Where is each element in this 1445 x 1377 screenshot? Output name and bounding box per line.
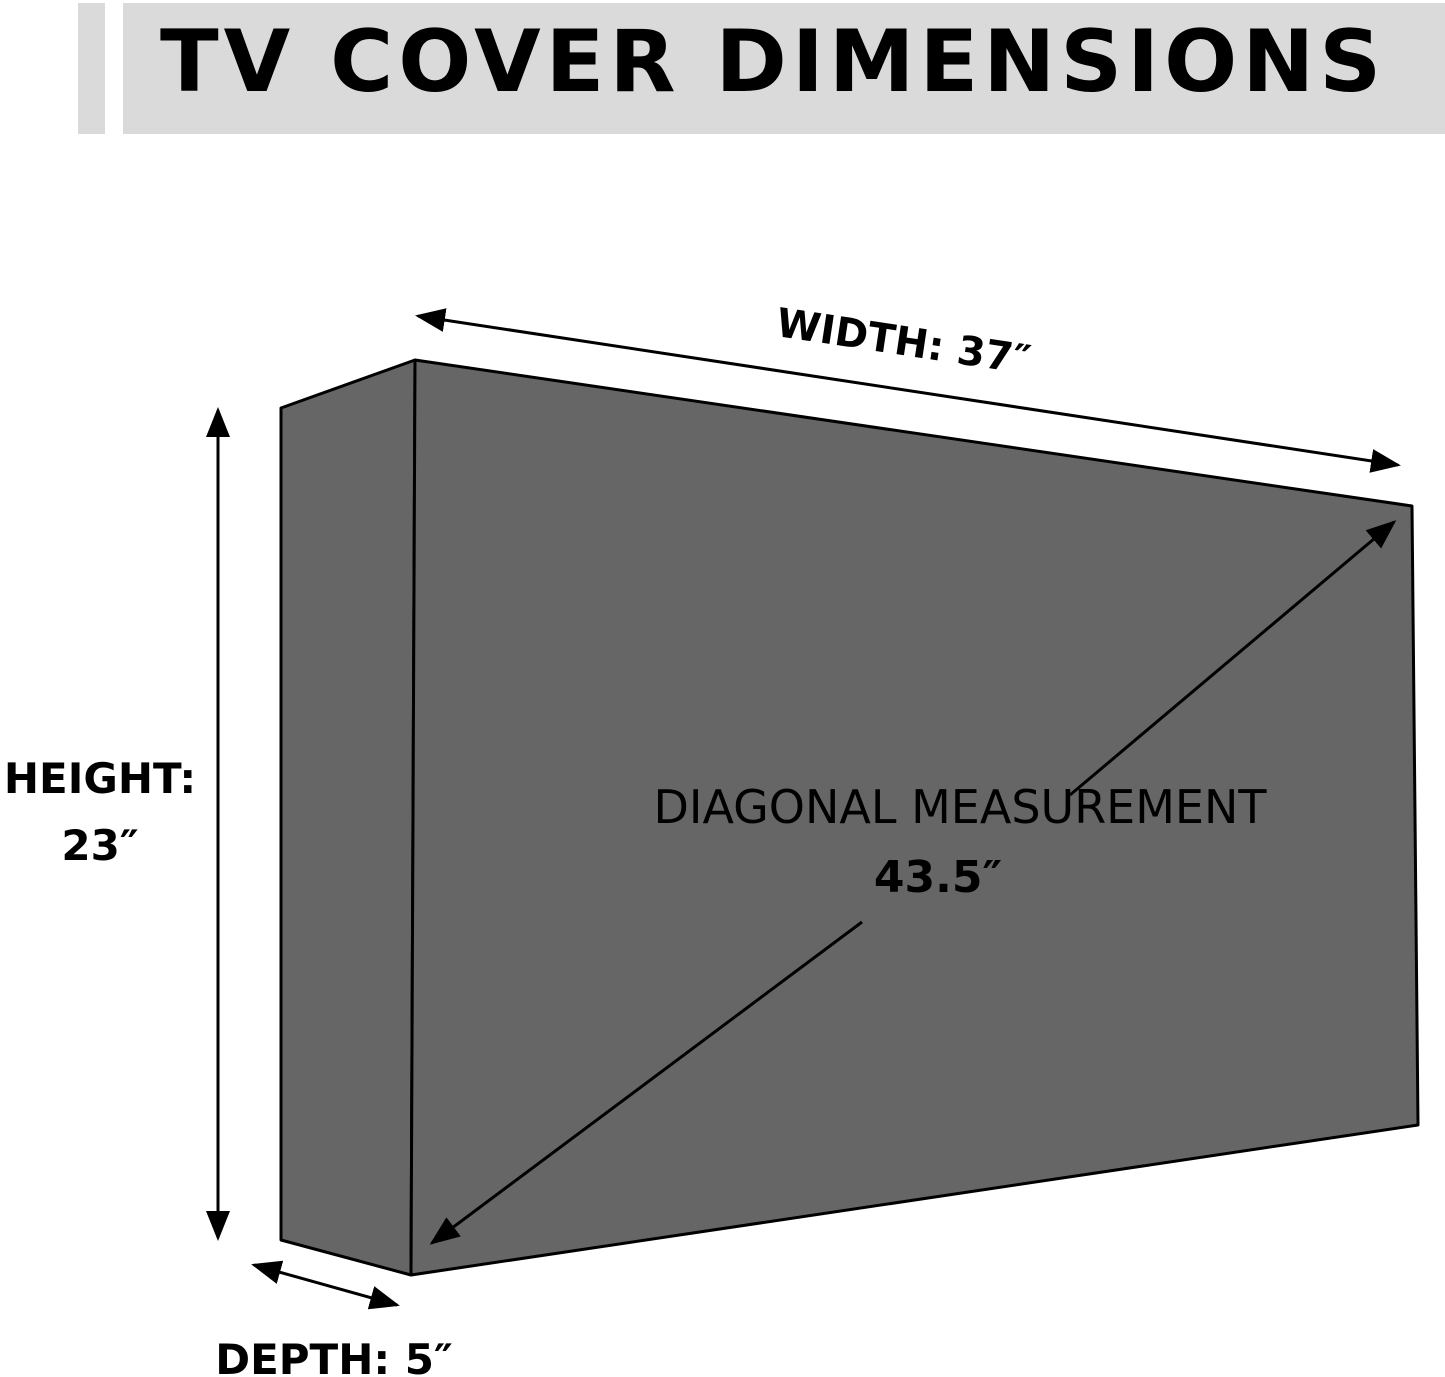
width-label: WIDTH: 37″ (773, 300, 1033, 384)
header-accent-bar (78, 3, 105, 134)
cover-side-face (279, 358, 417, 1277)
page-title: TV COVER DIMENSIONS (160, 12, 1387, 112)
header-bar (123, 3, 1445, 134)
diagonal-arrow-upper (1069, 520, 1397, 797)
height-label-line2: 23″ (61, 821, 138, 870)
height-label-line1: HEIGHT: (4, 754, 196, 803)
depth-arrow (251, 1260, 400, 1310)
diagonal-value: 43.5″ (874, 852, 1002, 903)
depth-label: DEPTH: 5″ (215, 1335, 453, 1377)
width-arrow (415, 308, 1401, 473)
diagonal-label: DIAGONAL MEASUREMENT (653, 780, 1267, 834)
diagonal-arrow-lower (429, 920, 863, 1245)
